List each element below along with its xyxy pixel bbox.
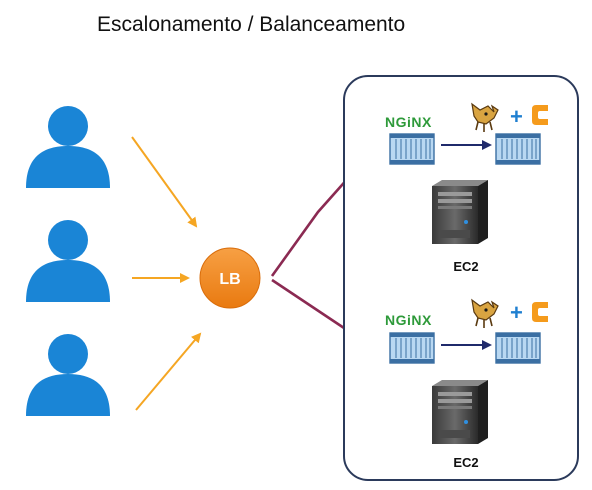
load-balancer-label: LB [219,271,240,288]
user-icon-1 [26,106,110,188]
app-container-icon [495,133,541,165]
diagram-title: Escalonamento / Balanceamento [97,13,406,36]
nginx-logo: NGiNX [385,312,432,328]
server-tower-icon [432,180,488,244]
server-group-box [343,75,579,481]
nginx-container-icon [389,133,435,165]
load-balancer-node [199,247,261,309]
ec2-label: EC2 [453,455,478,470]
user-icon-2 [26,220,110,302]
nginx-container-icon [389,332,435,364]
user-3-to-lb-arrow [135,332,202,411]
server-tower-icon [432,380,488,444]
nginx-logo: NGiNX [385,114,432,130]
server-2: NGiNX + EC2 [385,299,548,470]
ec2-label: EC2 [453,259,478,274]
app-container-icon [495,332,541,364]
plus-icon: + [510,300,523,325]
user-1-to-lb-arrow [131,136,198,228]
server-1: NGiNX + EC2 [385,103,548,274]
user-icon-3 [26,334,110,416]
plus-icon: + [510,104,523,129]
